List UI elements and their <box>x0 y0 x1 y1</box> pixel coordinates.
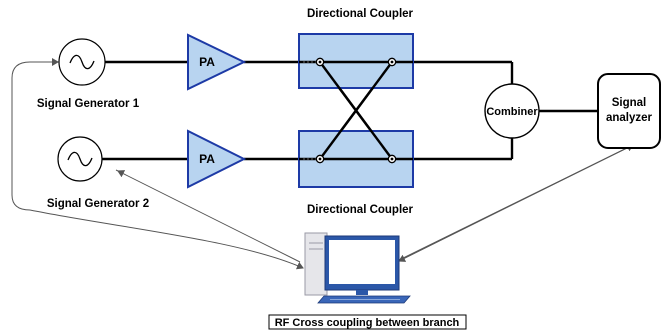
power-amplifier-bottom <box>187 129 247 189</box>
signal-generator-1-label: Signal Generator 1 <box>37 98 140 110</box>
caption-box <box>268 314 467 330</box>
analyzer-label-line1: Signal <box>612 97 647 109</box>
combiner-label: Combiner <box>486 106 538 118</box>
pa-bottom-label: PA <box>199 152 215 166</box>
pa-top-label: PA <box>199 55 215 69</box>
signal-analyzer <box>597 73 661 149</box>
signal-generator-2-label: Signal Generator 2 <box>47 198 149 210</box>
desktop-computer-icon <box>304 232 411 304</box>
caption-text: RF Cross coupling between branch <box>275 317 460 329</box>
coupler-top-label: Directional Coupler <box>307 8 414 20</box>
signal-generator-2 <box>57 136 103 182</box>
cross-coupling-lines <box>319 61 393 160</box>
combiner <box>484 83 540 139</box>
sine-wave-icon <box>69 54 95 70</box>
power-amplifier-top <box>187 33 247 91</box>
control-lines <box>11 58 634 270</box>
analyzer-label-line2: analyzer <box>606 112 653 124</box>
signal-generator-1 <box>58 38 106 86</box>
sine-wave-icon <box>67 151 93 167</box>
coupler-bottom-label: Directional Coupler <box>307 204 414 216</box>
